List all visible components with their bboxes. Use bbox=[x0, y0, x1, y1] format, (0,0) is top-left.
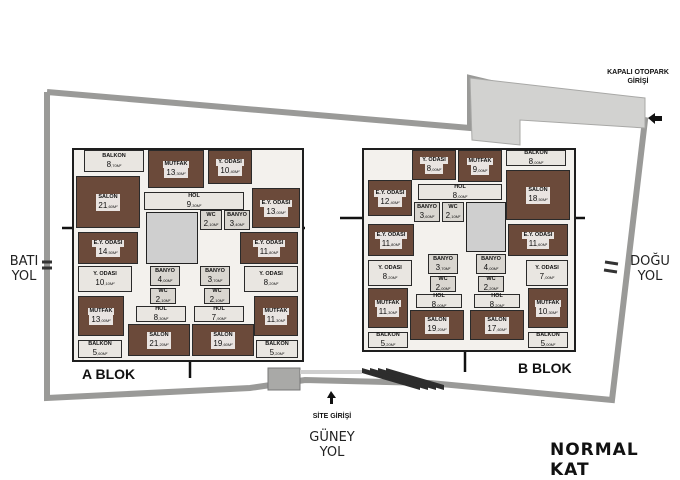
b-block-label: B BLOK bbox=[518, 360, 572, 376]
west-road-label: BATI YOL bbox=[6, 254, 42, 284]
stairwell bbox=[466, 202, 506, 252]
a-block-label: A BLOK bbox=[82, 366, 136, 382]
east-road-label: DOĞU YOL bbox=[628, 254, 672, 284]
parking-entrance-label: KAPALI OTOPARK GİRİŞİ bbox=[600, 68, 676, 86]
parking-entrance-line2: GİRİŞİ bbox=[627, 78, 649, 85]
stairwell bbox=[146, 212, 198, 264]
west-road-line2: YOL bbox=[11, 269, 37, 284]
east-road-line1: DOĞU bbox=[630, 254, 670, 269]
south-road-line1: GÜNEY bbox=[309, 430, 355, 445]
floor-title: NORMAL KAT bbox=[550, 440, 639, 480]
west-road-line1: BATI bbox=[9, 254, 39, 269]
south-road-label: GÜNEY YOL bbox=[306, 430, 358, 460]
east-road-line2: YOL bbox=[637, 269, 663, 284]
parking-entrance-line1: KAPALI OTOPARK bbox=[607, 69, 669, 76]
south-road-line2: YOL bbox=[319, 445, 345, 460]
site-entrance-label: SİTE GİRİŞİ bbox=[312, 413, 352, 420]
